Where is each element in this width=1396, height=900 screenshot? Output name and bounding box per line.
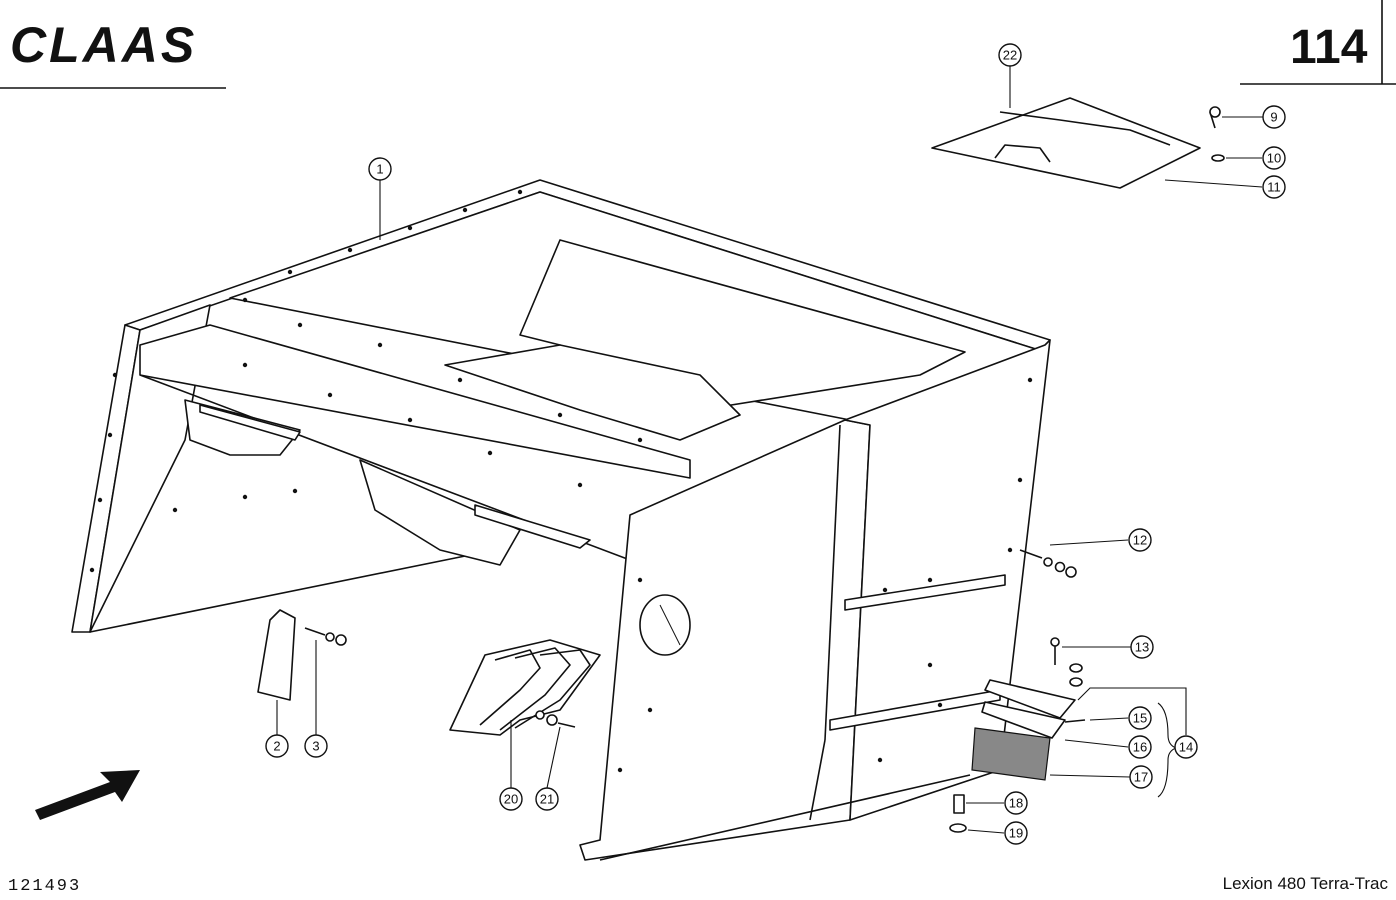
svg-text:16: 16 (1133, 740, 1147, 755)
svg-text:21: 21 (540, 792, 554, 807)
callout-10: 10 (1262, 146, 1286, 170)
svg-text:3: 3 (312, 739, 319, 754)
part-12-fasteners (1019, 549, 1077, 578)
callout-2: 2 (265, 734, 289, 758)
document-id: 121493 (8, 877, 81, 896)
svg-text:17: 17 (1134, 770, 1148, 785)
svg-text:19: 19 (1009, 826, 1023, 841)
header: CLAAS 114 (0, 0, 1396, 89)
svg-text:11: 11 (1267, 180, 1281, 195)
svg-text:20: 20 (504, 792, 518, 807)
callout-3: 3 (304, 734, 328, 758)
part-21-fasteners (535, 710, 576, 728)
leader-lines (276, 66, 1263, 834)
callouts: 1 2 3 9 10 11 12 13 14 15 16 17 18 19 20… (265, 43, 1286, 845)
part-17-pad (971, 727, 1051, 781)
callout-17: 17 (1129, 765, 1153, 789)
part-18-19-fasteners (949, 794, 967, 833)
callout-15: 15 (1128, 706, 1152, 730)
svg-text:18: 18 (1009, 796, 1023, 811)
brand-logo: CLAAS (10, 17, 197, 73)
callout-13: 13 (1130, 635, 1154, 659)
housing-assembly (71, 179, 1051, 861)
callout-12: 12 (1128, 528, 1152, 552)
svg-text:2: 2 (273, 739, 280, 754)
svg-text:15: 15 (1133, 711, 1147, 726)
svg-text:1: 1 (376, 162, 383, 177)
callout-18: 18 (1004, 791, 1028, 815)
callout-20: 20 (499, 787, 523, 811)
part-3-fasteners (304, 627, 347, 646)
callout-22: 22 (998, 43, 1022, 67)
callout-14: 14 (1174, 735, 1198, 759)
model-name: Lexion 480 Terra-Trac (1223, 874, 1389, 893)
footer: 121493 Lexion 480 Terra-Trac (8, 874, 1388, 896)
callout-16: 16 (1128, 735, 1152, 759)
svg-text:14: 14 (1179, 740, 1193, 755)
callout-21: 21 (535, 787, 559, 811)
fastener-holes (89, 189, 1033, 773)
callout-1: 1 (368, 157, 392, 181)
lower-bracket-assembly (971, 637, 1086, 781)
part-20-deflector (449, 639, 601, 736)
page-number: 114 (1290, 21, 1368, 74)
callout-9: 9 (1262, 105, 1286, 129)
svg-text:12: 12 (1133, 533, 1147, 548)
callout-19: 19 (1004, 821, 1028, 845)
svg-text:9: 9 (1270, 110, 1277, 125)
callout-11: 11 (1262, 175, 1286, 199)
part-2-plate (257, 609, 296, 701)
direction-arrow-icon (35, 770, 140, 820)
svg-text:10: 10 (1267, 151, 1281, 166)
cover-plate-assembly (931, 97, 1225, 189)
svg-text:22: 22 (1003, 48, 1017, 63)
svg-text:13: 13 (1135, 640, 1149, 655)
